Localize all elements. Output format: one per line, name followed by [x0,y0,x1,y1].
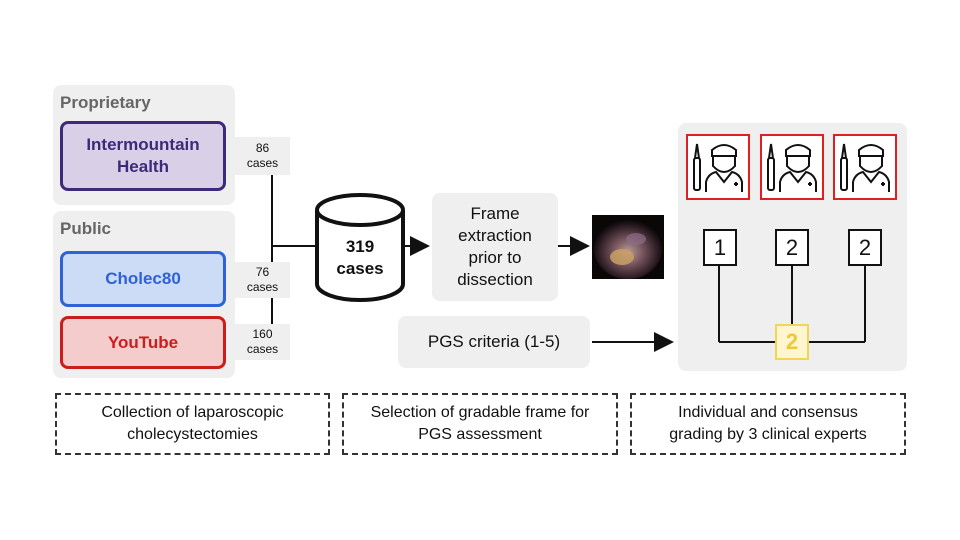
expert-1-grade: 1 [703,229,737,266]
expert-2-grade: 2 [775,229,809,266]
caption-grading: Individual and consensus grading by 3 cl… [630,393,906,455]
pgs-criteria-box: PGS criteria (1-5) [398,316,590,368]
consensus-grade: 2 [775,324,809,360]
frame-extraction-box: Frame extraction prior to dissection [432,193,558,301]
expert-3-icon [833,134,897,200]
youtube-count: 160 cases [235,324,290,360]
intermountain-source-box: Intermountain Health [60,121,226,191]
database-label: 319 cases [336,237,384,278]
expert-2-icon [760,134,824,200]
cholec80-source-box: Cholec80 [60,251,226,307]
intermountain-count: 86 cases [235,137,290,175]
surgical-frame-thumbnail [592,215,664,279]
caption-collection: Collection of laparoscopic cholecystecto… [55,393,330,455]
expert-3-grade: 2 [848,229,882,266]
caption-selection: Selection of gradable frame for PGS asse… [342,393,618,455]
public-title: Public [60,219,112,238]
expert-1-icon [686,134,750,200]
youtube-source-box: YouTube [60,316,226,369]
proprietary-title: Proprietary [60,93,151,112]
cholec80-count: 76 cases [235,262,290,298]
database-cylinder-icon [315,193,405,302]
